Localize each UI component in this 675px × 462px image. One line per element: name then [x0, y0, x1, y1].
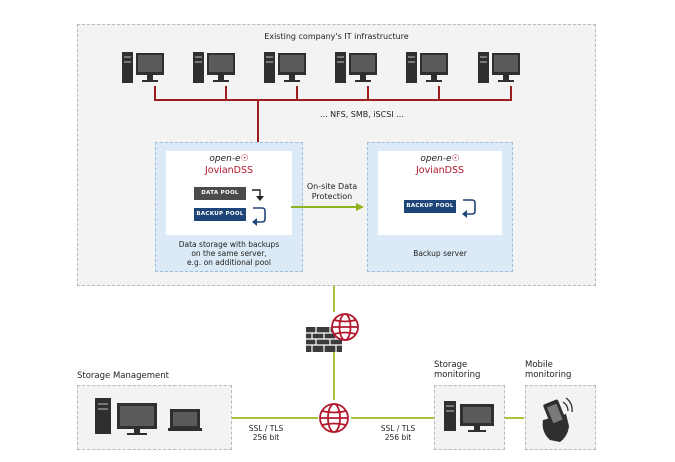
firewall-globe-icon	[331, 313, 359, 341]
ssl-left-label: SSL / TLS 256 bit	[240, 424, 292, 442]
internet-globe-icon	[319, 403, 349, 433]
workstation-5-icon	[406, 52, 448, 83]
workstation-6-icon	[478, 52, 520, 83]
main-data-pool: DATA POOL	[194, 187, 246, 200]
mobile-hand-phone-icon	[542, 397, 573, 442]
main-logo-jovian: JovianDSS	[204, 165, 254, 176]
main-backup-pool: BACKUP POOL	[194, 208, 246, 221]
backup-logo-jovian: JovianDSS	[415, 165, 465, 176]
main-server-caption: Data storage with backups on the same se…	[155, 240, 303, 267]
network-bus	[154, 86, 512, 142]
workstation-3-icon	[264, 52, 306, 83]
workstation-1-icon	[122, 52, 164, 83]
workstation-2-icon	[193, 52, 235, 83]
storage-monitoring-line-2: monitoring	[434, 370, 481, 380]
backup-logo-open-e: open-e☉	[378, 154, 502, 164]
monitoring-monitor-icon	[460, 404, 494, 432]
management-tower-icon	[95, 398, 111, 434]
ssl-right-line-2: 256 bit	[384, 433, 412, 442]
backup-loop-icon	[252, 207, 266, 226]
mobile-monitoring-line-1: Mobile	[525, 360, 553, 370]
wan-connectors	[232, 286, 524, 419]
backup-server-pool: BACKUP POOL	[404, 200, 456, 213]
monitoring-tower-icon	[444, 401, 456, 431]
main-logo-swirl-icon: ☉	[240, 154, 249, 164]
infrastructure-title: Existing company's IT infrastructure	[264, 32, 409, 41]
backup-logo-swirl-icon: ☉	[451, 154, 460, 164]
snapshot-loop-icon	[252, 189, 264, 201]
main-logo-open-e: open-e☉	[166, 154, 292, 164]
backup-server-loop-icon	[462, 199, 476, 218]
storage-monitoring-title: Storage monitoring	[434, 360, 480, 380]
main-caption-line-1: Data storage with backups	[178, 240, 280, 249]
workstation-4-icon	[335, 52, 377, 83]
protocols-label: ... NFS, SMB, iSCSI ...	[320, 110, 404, 119]
storage-management-title: Storage Management	[77, 371, 169, 381]
mobile-monitoring-line-2: monitoring	[525, 370, 572, 380]
management-monitor-icon	[117, 403, 157, 435]
mobile-monitoring-title: Mobile monitoring	[525, 360, 571, 380]
main-logo-top-text: open-e	[209, 154, 241, 164]
ssl-right-label: SSL / TLS 256 bit	[372, 424, 424, 442]
backup-server-caption: Backup server	[413, 249, 467, 258]
backup-server-card	[378, 151, 502, 235]
replication-arrow-icon	[291, 203, 364, 211]
backup-logo-top-text: open-e	[420, 154, 452, 164]
replication-label-line-1: On-site Data	[306, 182, 358, 191]
main-caption-line-2: on the same server,	[191, 249, 267, 258]
replication-label: On-site Data Protection	[300, 182, 364, 202]
ssl-left-line-1: SSL / TLS	[248, 424, 284, 433]
replication-label-line-2: Protection	[311, 192, 353, 201]
ssl-right-line-1: SSL / TLS	[380, 424, 416, 433]
ssl-left-line-2: 256 bit	[252, 433, 280, 442]
storage-monitoring-line-1: Storage	[434, 360, 468, 370]
main-caption-line-3: e.g. on additional pool	[187, 258, 271, 267]
management-laptop-icon	[168, 409, 202, 431]
